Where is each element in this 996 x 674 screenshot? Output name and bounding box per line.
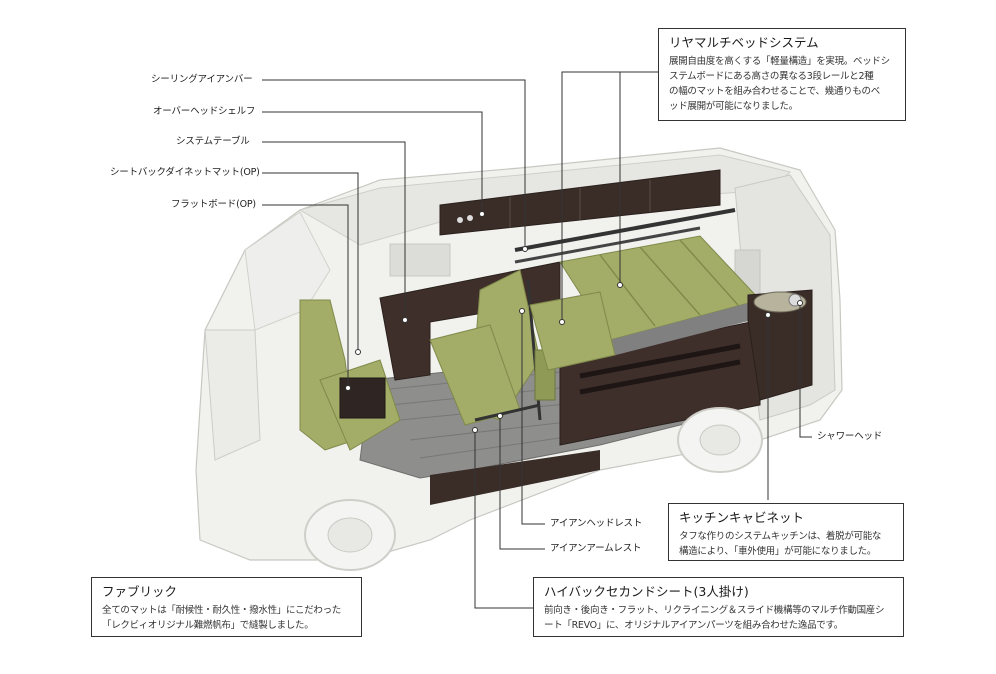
leader-seatback-mat	[262, 172, 359, 350]
rear-bed-line-1: 展開自由度を高くする「軽量構造」を実現。ベッドシ	[669, 56, 890, 67]
label-flat-board: フラットボード(OP)	[171, 199, 256, 210]
second-seat-line-1: 前向き・後向き・フラット、リクライニング＆スライド機構等のマルチ作動国産シ	[544, 605, 885, 616]
side-window-1	[389, 243, 451, 277]
label-ceiling-iron-bar: シーリングアイアンバー	[151, 74, 253, 85]
kitchen-line-1: タフな作りのシステムキッチンは、着脱が可能な	[679, 531, 882, 542]
leader-shower-head	[799, 305, 812, 438]
label-iron-headrest: アイアンヘッドレスト	[550, 518, 643, 529]
fabric-title: ファブリック	[102, 584, 178, 599]
ceiling-iron-bar	[514, 208, 736, 252]
rear-wheel	[677, 407, 763, 473]
leader-iron-armrest	[499, 418, 545, 550]
label-seatback-dinette-mat: シートバックダイネットマット(OP)	[110, 167, 260, 178]
label-system-table: システムテーブル	[176, 136, 250, 147]
kitchen-cabinet	[747, 289, 813, 401]
rear-bed-title: リヤマルチベッドシステム	[669, 35, 819, 50]
leader-rear-bed-2	[561, 71, 620, 320]
box-kitchen-cabinet: キッチンキャビネット タフな作りのシステムキッチンは、着脱が可能な 構造により、…	[668, 503, 904, 561]
box-rear-multi-bed-system: リヤマルチベッドシステム 展開自由度を高くする「軽量構造」を実現。ベッドシ ステ…	[658, 28, 906, 121]
front-wheel	[304, 499, 396, 571]
rear-bed-line-2: ステムボードにある高さの異なる3段レールと2種	[669, 71, 874, 82]
fabric-line-2: 「レクビィオリジナル難燃帆布」で縫製しました。	[102, 620, 314, 631]
leader-iron-headrest	[521, 313, 545, 525]
leader-ceiling-bar	[262, 79, 526, 247]
rear-bed-line-4: ッド展開が可能になりました。	[669, 101, 798, 112]
rear-bed-line-3: の幅のマットを組み合わせることで、幾通りものベ	[669, 86, 880, 97]
door-panel	[204, 329, 261, 461]
label-overhead-shelf: オーバーヘッドシェルフ	[153, 106, 256, 117]
leader-system-table	[262, 141, 406, 318]
second-seat-line-2: ート「REVO」に、オリジナルアイアンパーツを組み合わせた逸品です。	[544, 620, 843, 631]
fabric-line-1: 全てのマットは「耐候性・耐久性・撥水性」にこだわった	[102, 605, 342, 616]
leader-overhead-shelf	[262, 111, 483, 212]
second-seat-title: ハイバックセカンドシート(3人掛け)	[544, 584, 749, 599]
leader-second-seat	[474, 432, 535, 609]
leader-flat-board	[262, 204, 349, 386]
kitchen-line-2: 構造により、「車外使用」が可能になりました。	[679, 546, 877, 557]
kitchen-title: キッチンキャビネット	[679, 510, 805, 525]
box-fabric: ファブリック 全てのマットは「耐候性・耐久性・撥水性」にこだわった 「レクビィオ…	[91, 577, 362, 637]
label-shower-head: シャワーヘッド	[817, 431, 883, 442]
leader-rear-bed-1	[619, 71, 658, 283]
box-high-back-second-seat: ハイバックセカンドシート(3人掛け) 前向き・後向き・フラット、リクライニング＆…	[533, 577, 904, 637]
label-iron-armrest: アイアンアームレスト	[550, 543, 642, 554]
